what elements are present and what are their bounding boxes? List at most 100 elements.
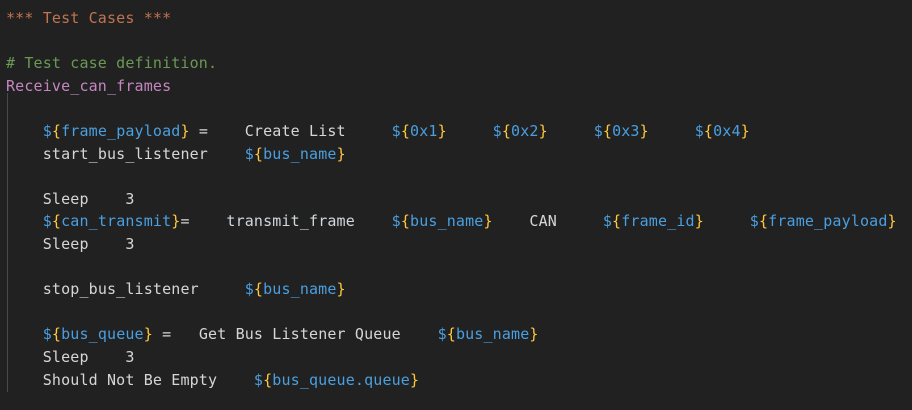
line-blank-2[interactable] [0, 97, 912, 120]
token-kw [217, 371, 254, 389]
token-brace: } [740, 121, 750, 140]
token-testname: Receive_can_frames [6, 76, 172, 95]
token-var: bus_name [263, 280, 337, 299]
token-dollar: $ [253, 370, 264, 389]
line-stop-bus-listener[interactable]: stop_bus_listener ${bus_name} [0, 278, 912, 301]
token-brace: { [51, 121, 62, 140]
token-var: frame_id [621, 212, 695, 231]
line-sleep-2[interactable]: Sleep 3 [0, 233, 912, 256]
token-brace: } [437, 121, 447, 140]
token-kw [401, 325, 438, 343]
token-brace: { [602, 121, 613, 140]
token-kw: CAN [529, 212, 557, 231]
token-var: 0x4 [713, 121, 741, 140]
line-bus-queue[interactable]: ${bus_queue} = Get Bus Listener Queue ${… [0, 323, 912, 346]
token-kw [557, 212, 603, 230]
token-brace: } [336, 144, 346, 163]
token-dollar: $ [391, 212, 401, 231]
token-num: 3 [125, 234, 135, 253]
token-kw [548, 122, 594, 140]
token-dollar: $ [244, 280, 254, 299]
token-dollar: $ [42, 325, 52, 344]
token-brace: { [612, 212, 622, 231]
token-var: can_transmit [61, 212, 172, 231]
token-kw [704, 212, 750, 230]
token-brace: } [483, 212, 493, 231]
line-blank-1[interactable] [0, 30, 912, 53]
token-brace: } [143, 325, 153, 344]
token-var: frame_payload [768, 212, 888, 231]
token-kw: Get Bus Listener Queue [198, 325, 401, 344]
line-sleep-3[interactable]: Sleep 3 [0, 346, 912, 369]
indent-space [6, 235, 43, 253]
token-dollar: $ [749, 212, 759, 231]
token-dollar: $ [437, 325, 447, 344]
indent-space [6, 190, 43, 208]
token-brace: { [703, 121, 714, 140]
indent-guide-line [7, 93, 8, 392]
token-kw: Sleep [42, 234, 89, 253]
token-dollar: $ [391, 121, 401, 140]
token-brace: } [410, 370, 420, 389]
token-var: bus_name [455, 325, 530, 344]
token-num: 3 [125, 347, 135, 366]
token-kw: Create List [244, 121, 346, 140]
token-kwalt: transmit_frame [226, 212, 355, 231]
line-frame-payload[interactable]: ${frame_payload} = Create List ${0x1} ${… [0, 120, 912, 143]
indent-space [6, 122, 43, 140]
token-kw [649, 122, 695, 140]
line-section[interactable]: *** Test Cases *** [0, 7, 912, 30]
token-kw: start_bus_listener [42, 144, 208, 163]
token-dollar: $ [42, 121, 52, 140]
token-brace: { [758, 212, 769, 231]
line-can-transmit[interactable]: ${can_transmit}= transmit_frame ${bus_na… [0, 210, 912, 233]
token-kw [493, 212, 530, 230]
token-kw [447, 122, 493, 140]
token-num: 3 [125, 189, 135, 208]
token-kw [199, 280, 245, 298]
token-kw [355, 212, 392, 230]
token-kw: Sleep [42, 189, 89, 208]
token-comment: # Test case definition. [6, 54, 218, 73]
token-kw [89, 235, 126, 253]
token-brace: { [400, 212, 411, 231]
token-brace: } [538, 121, 548, 140]
indent-space [6, 212, 43, 230]
indent-space [6, 325, 43, 343]
token-brace: } [171, 212, 181, 231]
token-brace: } [694, 212, 704, 231]
token-var: bus_queue.queue [272, 370, 410, 389]
token-brace: } [529, 325, 539, 344]
line-blank-5[interactable] [0, 301, 912, 324]
line-blank-3[interactable] [0, 165, 912, 188]
token-brace: { [253, 144, 264, 163]
token-brace: { [400, 121, 411, 140]
line-testname[interactable]: Receive_can_frames [0, 75, 912, 98]
line-sleep-1[interactable]: Sleep 3 [0, 188, 912, 211]
token-kw: = [189, 121, 245, 140]
token-brace: { [446, 325, 456, 344]
token-dollar: $ [244, 144, 254, 163]
line-comment[interactable]: # Test case definition. [0, 52, 912, 75]
token-brace: { [253, 280, 264, 299]
token-kw [89, 190, 126, 208]
indent-space [6, 348, 43, 366]
line-should-not-be-empty[interactable]: Should Not Be Empty ${bus_queue.queue} [0, 369, 912, 392]
token-section: *** Test Cases *** [6, 9, 172, 27]
token-brace: { [263, 370, 273, 389]
token-eq: = [180, 212, 190, 231]
token-dollar: $ [593, 121, 603, 140]
token-brace: } [336, 280, 346, 299]
token-kw: stop_bus_listener [42, 280, 199, 299]
token-var: 0x1 [410, 121, 438, 140]
token-brace: } [639, 121, 649, 140]
line-blank-4[interactable] [0, 256, 912, 279]
token-var: bus_name [410, 212, 484, 231]
token-kw: Sleep [42, 347, 89, 366]
line-start-bus-listener[interactable]: start_bus_listener ${bus_name} [0, 143, 912, 166]
code-lines-container[interactable]: *** Test Cases *** # Test case definition… [0, 0, 912, 391]
token-kw [190, 212, 227, 230]
token-var: bus_name [263, 144, 337, 163]
token-brace: } [887, 212, 897, 231]
